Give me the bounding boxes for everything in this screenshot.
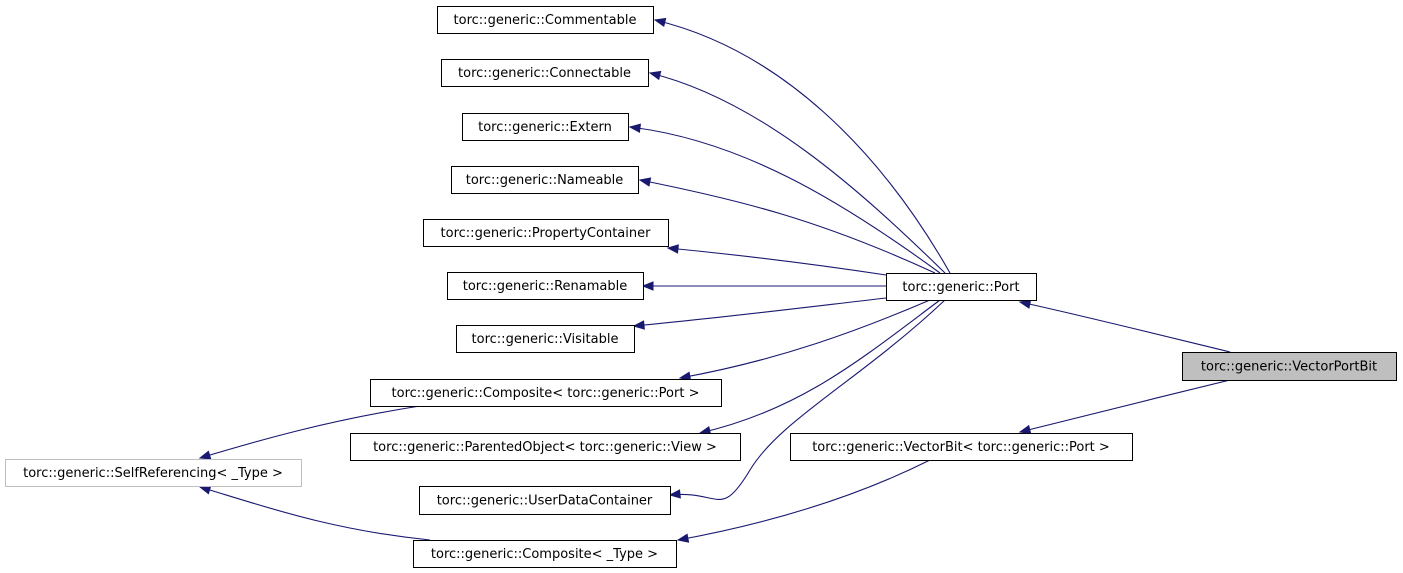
- edge-port-to-userdatacontainer: [668, 299, 946, 500]
- arrowhead-icon: [668, 489, 681, 499]
- edge-port-to-commentable: [653, 17, 951, 274]
- edge-port-to-nameable: [638, 177, 936, 274]
- node-connectable[interactable]: torc::generic::Connectable: [441, 59, 649, 87]
- node-label: torc::generic::Nameable: [466, 173, 624, 188]
- node-box: [419, 486, 671, 515]
- edge-line: [669, 299, 946, 500]
- edge-port-to-extern: [628, 123, 941, 274]
- edge-port-to-propertycontainer: [666, 244, 887, 276]
- edge-line: [699, 299, 941, 434]
- node-box: [886, 273, 1037, 301]
- arrowhead-icon: [198, 485, 212, 495]
- node-composite-type[interactable]: torc::generic::Composite< _Type >: [413, 540, 677, 568]
- node-box: [441, 59, 649, 87]
- node-box: [462, 113, 629, 141]
- node-label: torc::generic::UserDataContainer: [437, 494, 653, 509]
- node-port[interactable]: torc::generic::Port: [886, 273, 1037, 301]
- node-label: torc::generic::Visitable: [472, 332, 619, 347]
- edge-line: [639, 179, 936, 274]
- edge-line: [677, 459, 931, 541]
- node-box: [447, 272, 644, 300]
- edge-composite-type-to-selfreferencing: [198, 485, 431, 541]
- node-vectorportbit: torc::generic::VectorPortBit: [1182, 352, 1397, 381]
- edge-line: [633, 297, 887, 327]
- edge-line: [667, 247, 887, 276]
- arrowhead-icon: [641, 281, 654, 291]
- edge-vectorportbit-to-port: [1018, 299, 1231, 353]
- edge-line: [1019, 379, 1231, 433]
- node-box: [451, 166, 639, 194]
- arrowhead-icon: [628, 123, 641, 133]
- node-box: [456, 325, 635, 353]
- edge-port-to-visitable: [632, 297, 887, 330]
- edge-port-to-renamable: [641, 281, 887, 291]
- edge-composite-port-to-selfreferencing: [198, 405, 421, 460]
- node-box: [423, 219, 669, 247]
- edge-port-to-parentedobject-view: [698, 299, 941, 436]
- node-label: torc::generic::Composite< torc::generic:…: [392, 386, 700, 401]
- node-label: torc::generic::Port: [902, 280, 1019, 295]
- arrowhead-icon: [653, 17, 667, 28]
- node-visitable[interactable]: torc::generic::Visitable: [456, 325, 635, 353]
- node-label: torc::generic::ParentedObject< torc::gen…: [373, 440, 717, 455]
- edge-vectorportbit-to-vectorbit-port: [1018, 379, 1231, 435]
- node-box: [790, 433, 1133, 461]
- node-box: [413, 540, 677, 568]
- edge-line: [679, 299, 931, 379]
- node-composite-port[interactable]: torc::generic::Composite< torc::generic:…: [370, 379, 722, 407]
- arrowhead-icon: [198, 450, 212, 460]
- arrowhead-icon: [1018, 424, 1032, 435]
- nodes-layer: torc::generic::Commentabletorc::generic:…: [5, 6, 1397, 568]
- node-label: torc::generic::VectorPortBit: [1201, 360, 1377, 375]
- arrowhead-icon: [1018, 299, 1032, 309]
- node-label: torc::generic::PropertyContainer: [441, 226, 652, 241]
- edge-line: [649, 72, 946, 274]
- node-propertycontainer[interactable]: torc::generic::PropertyContainer: [423, 219, 669, 247]
- node-renamable[interactable]: torc::generic::Renamable: [447, 272, 644, 300]
- node-nameable[interactable]: torc::generic::Nameable: [451, 166, 639, 194]
- edge-port-to-composite-port: [678, 299, 931, 381]
- arrowhead-icon: [632, 320, 645, 330]
- edge-line: [199, 405, 421, 459]
- node-box: [1182, 352, 1397, 381]
- node-label: torc::generic::Extern: [478, 120, 612, 135]
- arrowhead-icon: [638, 177, 652, 187]
- node-box: [437, 6, 654, 34]
- node-label: torc::generic::Commentable: [454, 13, 637, 28]
- arrowhead-icon: [678, 371, 692, 381]
- arrowhead-icon: [648, 70, 662, 81]
- edge-line: [199, 486, 431, 541]
- node-label: torc::generic::SelfReferencing< _Type >: [23, 466, 283, 481]
- node-label: torc::generic::Connectable: [458, 66, 631, 81]
- node-label: torc::generic::Renamable: [463, 279, 628, 294]
- node-label: torc::generic::Composite< _Type >: [431, 547, 658, 562]
- edge-line: [1019, 301, 1231, 353]
- edge-port-to-connectable: [648, 70, 946, 274]
- node-userdatacontainer[interactable]: torc::generic::UserDataContainer: [419, 486, 671, 515]
- node-label: torc::generic::VectorBit< torc::generic:…: [812, 440, 1110, 455]
- edge-vectorbit-port-to-composite-type: [676, 459, 931, 543]
- node-selfreferencing[interactable]: torc::generic::SelfReferencing< _Type >: [5, 459, 302, 487]
- node-extern[interactable]: torc::generic::Extern: [462, 113, 629, 141]
- arrowhead-icon: [676, 533, 690, 543]
- edge-line: [654, 19, 951, 274]
- node-box: [5, 459, 302, 487]
- edges-layer: [198, 17, 1231, 543]
- edge-line: [629, 126, 941, 274]
- node-box: [350, 433, 741, 461]
- arrowhead-icon: [666, 244, 679, 254]
- node-commentable[interactable]: torc::generic::Commentable: [437, 6, 654, 34]
- node-vectorbit-port[interactable]: torc::generic::VectorBit< torc::generic:…: [790, 433, 1133, 461]
- node-parentedobject-view[interactable]: torc::generic::ParentedObject< torc::gen…: [350, 433, 741, 461]
- node-box: [370, 379, 722, 407]
